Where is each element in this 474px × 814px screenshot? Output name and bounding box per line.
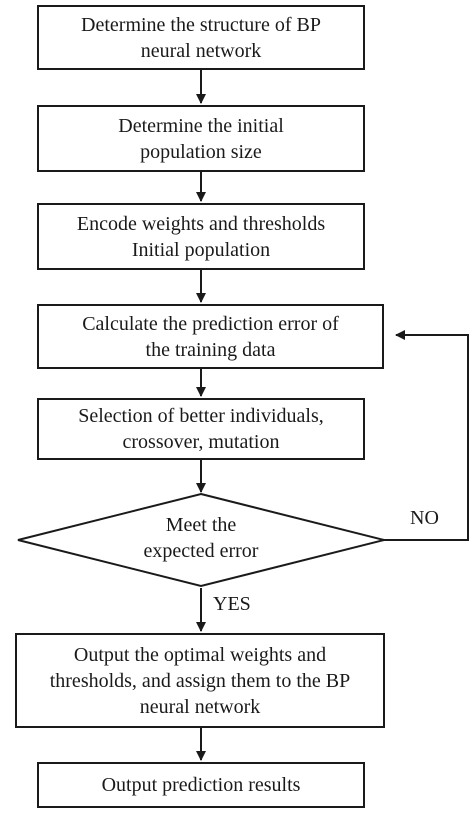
label-no: NO: [410, 507, 439, 529]
step-text-line: Determine the initial: [118, 114, 284, 137]
step-text-line: Encode weights and thresholds: [76, 212, 326, 235]
arrow-no-loop: [384, 330, 469, 541]
step-determine-structure: Determine the structure of BP neural net…: [37, 5, 365, 70]
step-text-line: Selection of better individuals,: [78, 405, 324, 427]
step-text-line: Output the optimal weights and: [73, 643, 327, 666]
label-yes: YES: [213, 593, 251, 615]
step-output-prediction-results: Output prediction results: [37, 762, 365, 808]
step-text-line: Output prediction results: [101, 774, 301, 796]
step-text-line: neural network: [140, 39, 262, 62]
step-selection-crossover-mutation: Selection of better individuals, crossov…: [37, 398, 365, 460]
step-text-line: Calculate the prediction error of: [82, 312, 339, 335]
step-text-line: Determine the structure of BP: [81, 13, 321, 36]
step-output-optimal-weights: Output the optimal weights and threshold…: [15, 633, 385, 728]
step-initial-population-size: Determine the initial population size: [37, 105, 365, 172]
step-text-line: Initial population: [131, 238, 271, 261]
step-calculate-error: Calculate the prediction error of the tr…: [37, 304, 384, 369]
decision-text-line: expected error: [143, 540, 259, 562]
decision-diamond: [17, 492, 385, 588]
step-text-line: population size: [140, 140, 262, 163]
step-text-line: crossover, mutation: [122, 431, 280, 453]
step-text-line: neural network: [139, 695, 261, 718]
step-text-line: the training data: [145, 338, 276, 361]
decision-text: Meet the expected error: [101, 512, 301, 564]
step-text-line: thresholds, and assign them to the BP: [49, 669, 351, 692]
decision-text-line: Meet the: [165, 514, 237, 536]
step-encode-weights: Encode weights and thresholds Initial po…: [37, 203, 365, 270]
